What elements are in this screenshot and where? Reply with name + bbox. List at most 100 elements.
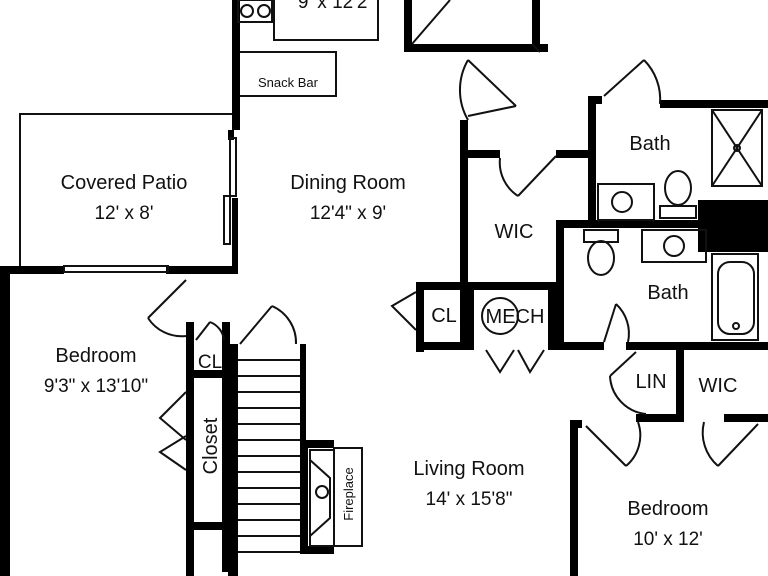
wall-segment [548,282,556,350]
living-room-name: Living Room [413,458,524,480]
shower-line [711,109,763,187]
labels: 9' x 12'2" Snack Bar Covered Patio 12' x… [44,0,738,550]
kitchen-pantry [411,0,451,45]
wall-segment [222,322,230,572]
bedroom-right-name: Bedroom [627,498,708,520]
door-leaf [467,105,517,117]
bifold-door [390,291,417,331]
snack-bar-label: Snack Bar [258,75,319,90]
bedroom-left-name: Bedroom [55,345,136,367]
wall-segment [556,150,596,158]
shower [711,109,763,187]
wall-segment [724,414,768,422]
door-leaf [609,351,637,377]
door-swing [625,421,642,467]
wall-segment [676,342,684,422]
dining-slider-2 [223,195,231,245]
wall-segment [300,440,334,448]
wall-segment [186,370,226,378]
wall-segment [0,266,10,576]
snack-bar-counter [240,51,337,97]
wall-segment [228,130,234,140]
patio-outline [19,113,232,266]
door-leaf [147,279,187,319]
cl-mid-label: CL [431,305,457,327]
door-leaf [239,305,273,345]
dining-room-dims: 12'4" x 9' [310,203,386,224]
door-swing [458,59,469,121]
shower-drain [733,144,741,152]
bifold-door [485,349,515,374]
wall-segment [186,322,194,576]
patio-slider [63,265,169,273]
wall-segment [556,220,706,228]
covered-patio-name: Covered Patio [61,172,188,194]
wall-segment [416,282,424,352]
fireplace-label-box [333,447,363,547]
door-swing [147,317,187,338]
bifold-door [158,391,187,441]
bath-mid-label: Bath [647,282,688,304]
fireplace-label: Fireplace [341,467,356,520]
wall-segment [232,0,240,130]
dining-slider [229,137,237,197]
lin-label: LIN [635,371,666,393]
bifold-door [158,435,187,471]
toilet-bowl [664,170,692,206]
wic-top-label: WIC [495,221,534,243]
vanity [641,229,707,263]
fireplace-vent [315,485,329,499]
wall-segment [570,420,578,576]
wall-segment [636,414,684,422]
bathtub [711,253,759,341]
sink [663,235,685,257]
hearth [309,459,331,537]
wall-segment [404,44,548,52]
wall-segment [228,344,238,576]
wall-segment [532,0,540,52]
bedroom-left-dims: 9'3" x 13'10" [44,376,148,397]
door-swing [609,375,647,415]
wall-segment [186,522,228,530]
door-leaf [603,59,645,97]
toilet-tank [659,205,697,219]
wall-segment [166,266,238,274]
door-swing [615,303,630,343]
wall-segment [588,96,602,104]
bath-top-label: Bath [629,133,670,155]
wall-segment [460,120,468,350]
wall-segment [0,266,64,274]
kitchen-pantry [531,43,541,53]
door-swing [498,157,519,197]
wall-segment [416,282,558,290]
mech-label: MECH [486,306,545,328]
living-room-dims: 14' x 15'8" [426,489,513,510]
vanity [597,183,655,221]
door-swing [209,321,225,341]
wall-segment [660,100,768,108]
wall-segment [300,546,334,554]
wall-segment [556,220,564,350]
wic-right-label: WIC [699,375,738,397]
cl-left-label: CL [198,352,222,373]
toilet-bowl [587,240,615,276]
bathtub-inner [717,261,755,335]
wall-segment [460,150,500,158]
door-leaf [517,155,557,197]
wall-segment [588,96,596,226]
stairs [238,359,300,553]
water-heater [481,297,519,335]
wall-segment [570,420,582,428]
stove [237,0,273,23]
sink [611,191,633,213]
burner [257,4,271,18]
wall-segment [404,0,412,52]
wall-segment [416,342,472,350]
door-swing [271,305,298,345]
door-leaf [195,321,211,341]
burner [240,4,254,18]
bedroom-right-dims: 10' x 12' [633,529,703,550]
door-swing [701,421,719,467]
covered-patio-dims: 12' x 8' [94,203,153,224]
